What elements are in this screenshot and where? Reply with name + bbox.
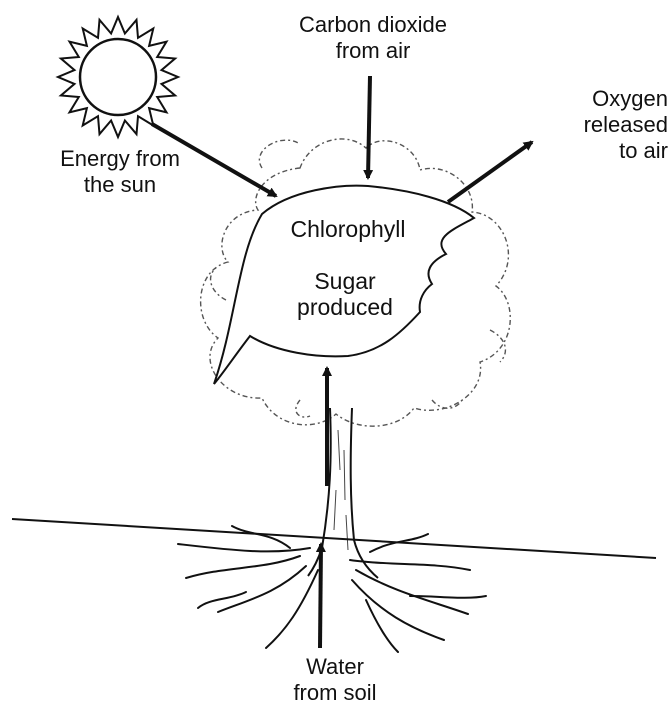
- energy-label-line-1: Energy from: [30, 146, 210, 172]
- energy-label: Energy from the sun: [30, 146, 210, 198]
- trunk-texture: [334, 430, 348, 550]
- arrow-water-roots: [320, 544, 321, 648]
- chlorophyll-text: Chlorophyll: [248, 216, 448, 242]
- co2-label-line-2: from air: [258, 38, 488, 64]
- oxygen-label-line-3: to air: [538, 138, 668, 164]
- water-label-line-1: Water: [250, 654, 420, 680]
- oxygen-label-line-2: released: [538, 112, 668, 138]
- oxygen-label: Oxygen released to air: [538, 86, 668, 164]
- tree-trunk: [308, 408, 378, 578]
- sugar-label: Sugar produced: [260, 268, 430, 320]
- co2-label: Carbon dioxide from air: [258, 12, 488, 64]
- oxygen-label-line-1: Oxygen: [538, 86, 668, 112]
- sugar-label-line-1: Sugar: [260, 268, 430, 294]
- chlorophyll-label: Chlorophyll: [248, 216, 448, 242]
- water-label: Water from soil: [250, 654, 420, 706]
- arrow-oxygen-out: [448, 142, 532, 202]
- sugar-label-line-2: produced: [260, 294, 430, 320]
- arrow-co2-in: [368, 76, 370, 178]
- sun-icon: [58, 17, 178, 137]
- co2-label-line-1: Carbon dioxide: [258, 12, 488, 38]
- energy-label-line-2: the sun: [30, 172, 210, 198]
- water-label-line-2: from soil: [250, 680, 420, 706]
